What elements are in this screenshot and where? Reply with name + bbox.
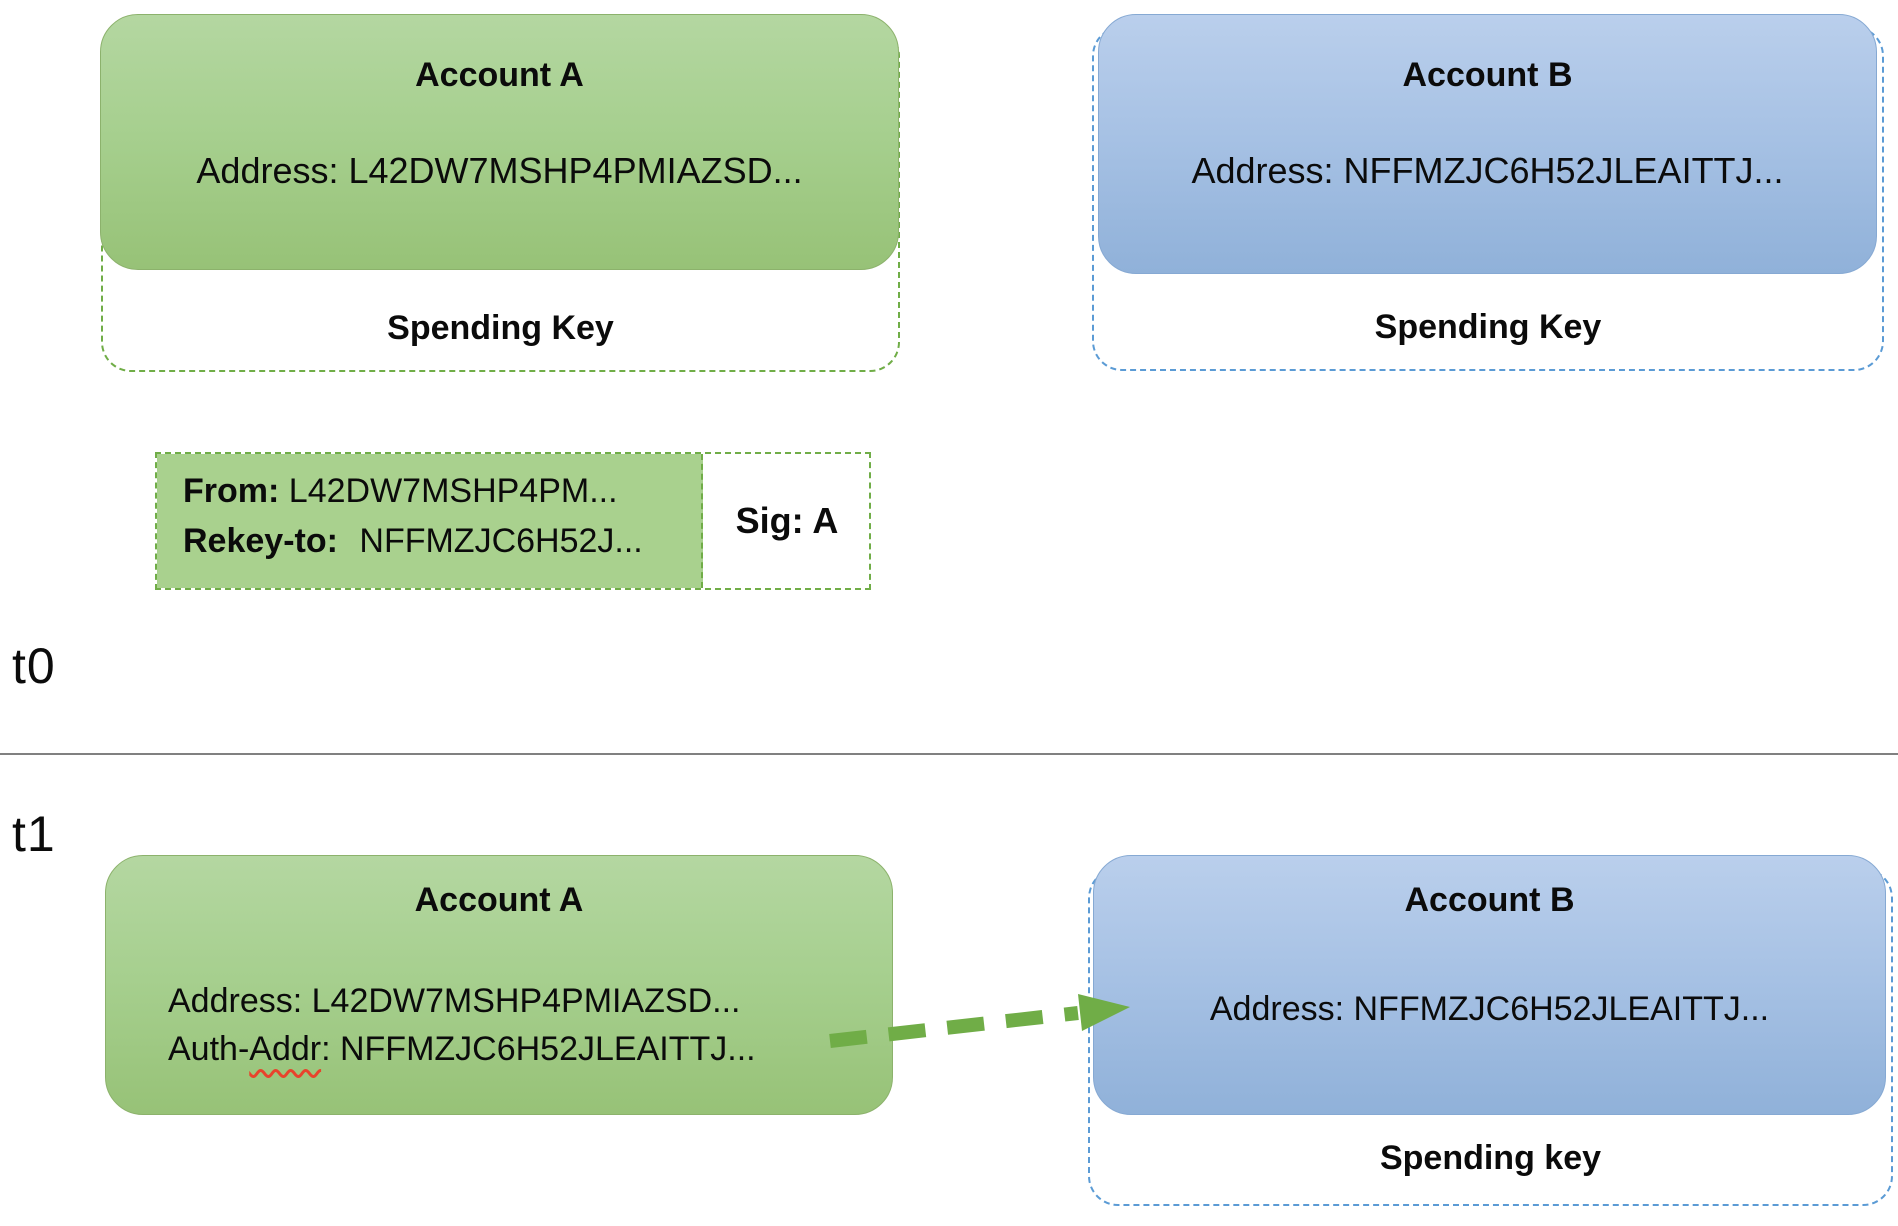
rekey-to-value: NFFMZJC6H52J... [359,522,643,560]
account-b-address: Address: NFFMZJC6H52JLEAITTJ... [1209,990,1770,1028]
rekey-to-label: Rekey-to: [183,522,338,560]
account-a-box-t0: Account A Address: L42DW7MSHP4PMIAZSD... [100,14,899,270]
auth-addr-prefix: Auth- [168,1030,250,1068]
spending-key-label: Spending Key [387,309,614,347]
auth-addr-value: : NFFMZJC6H52JLEAITTJ... [321,1030,756,1068]
account-a-address-lines: Address: L42DW7MSHP4PMIAZSD... Auth-Addr… [168,977,756,1073]
account-b-address: Address: NFFMZJC6H52JLEAITTJ... [1191,150,1784,191]
transaction-signature-area: Sig: A [705,454,869,588]
account-a-box-t1: Account A Address: L42DW7MSHP4PMIAZSD...… [105,855,893,1115]
account-a-title: Account A [415,56,584,94]
spending-key-label: Spending key [1379,1139,1602,1177]
rekey-arrow [829,994,1130,1048]
account-b-title: Account B [1402,56,1573,94]
account-a-address: Address: L42DW7MSHP4PMIAZSD... [168,982,741,1020]
account-a-address: Address: L42DW7MSHP4PMIAZSD... [196,150,803,191]
rekey-transaction-box: From: L42DW7MSHP4PM... Rekey-to: NFFMZJC… [155,452,871,590]
account-a-title: Account A [414,881,584,919]
spending-key-label: Spending Key [1374,308,1602,346]
account-a-auth-addr-line: Auth-Addr: NFFMZJC6H52JLEAITTJ... [168,1025,756,1073]
account-b-title: Account B [1404,881,1575,919]
transaction-rekey-line: Rekey-to: NFFMZJC6H52J... [183,516,701,566]
auth-addr-word-misspell: Addr [249,1030,322,1068]
timeline-label-t1: t1 [12,806,56,862]
from-value: L42DW7MSHP4PM... [288,472,618,510]
transaction-from-line: From: L42DW7MSHP4PM... [183,466,701,516]
from-label: From: [183,472,280,510]
account-b-box-t1: Account B Address: NFFMZJC6H52JLEAITTJ..… [1093,855,1886,1115]
rekey-transaction-fields: From: L42DW7MSHP4PM... Rekey-to: NFFMZJC… [157,454,703,588]
signature-label: Sig: A [735,500,839,541]
timeline-label-t0: t0 [12,638,56,694]
account-b-box-t0: Account B Address: NFFMZJC6H52JLEAITTJ..… [1098,14,1877,274]
timeline-divider [0,753,1898,755]
